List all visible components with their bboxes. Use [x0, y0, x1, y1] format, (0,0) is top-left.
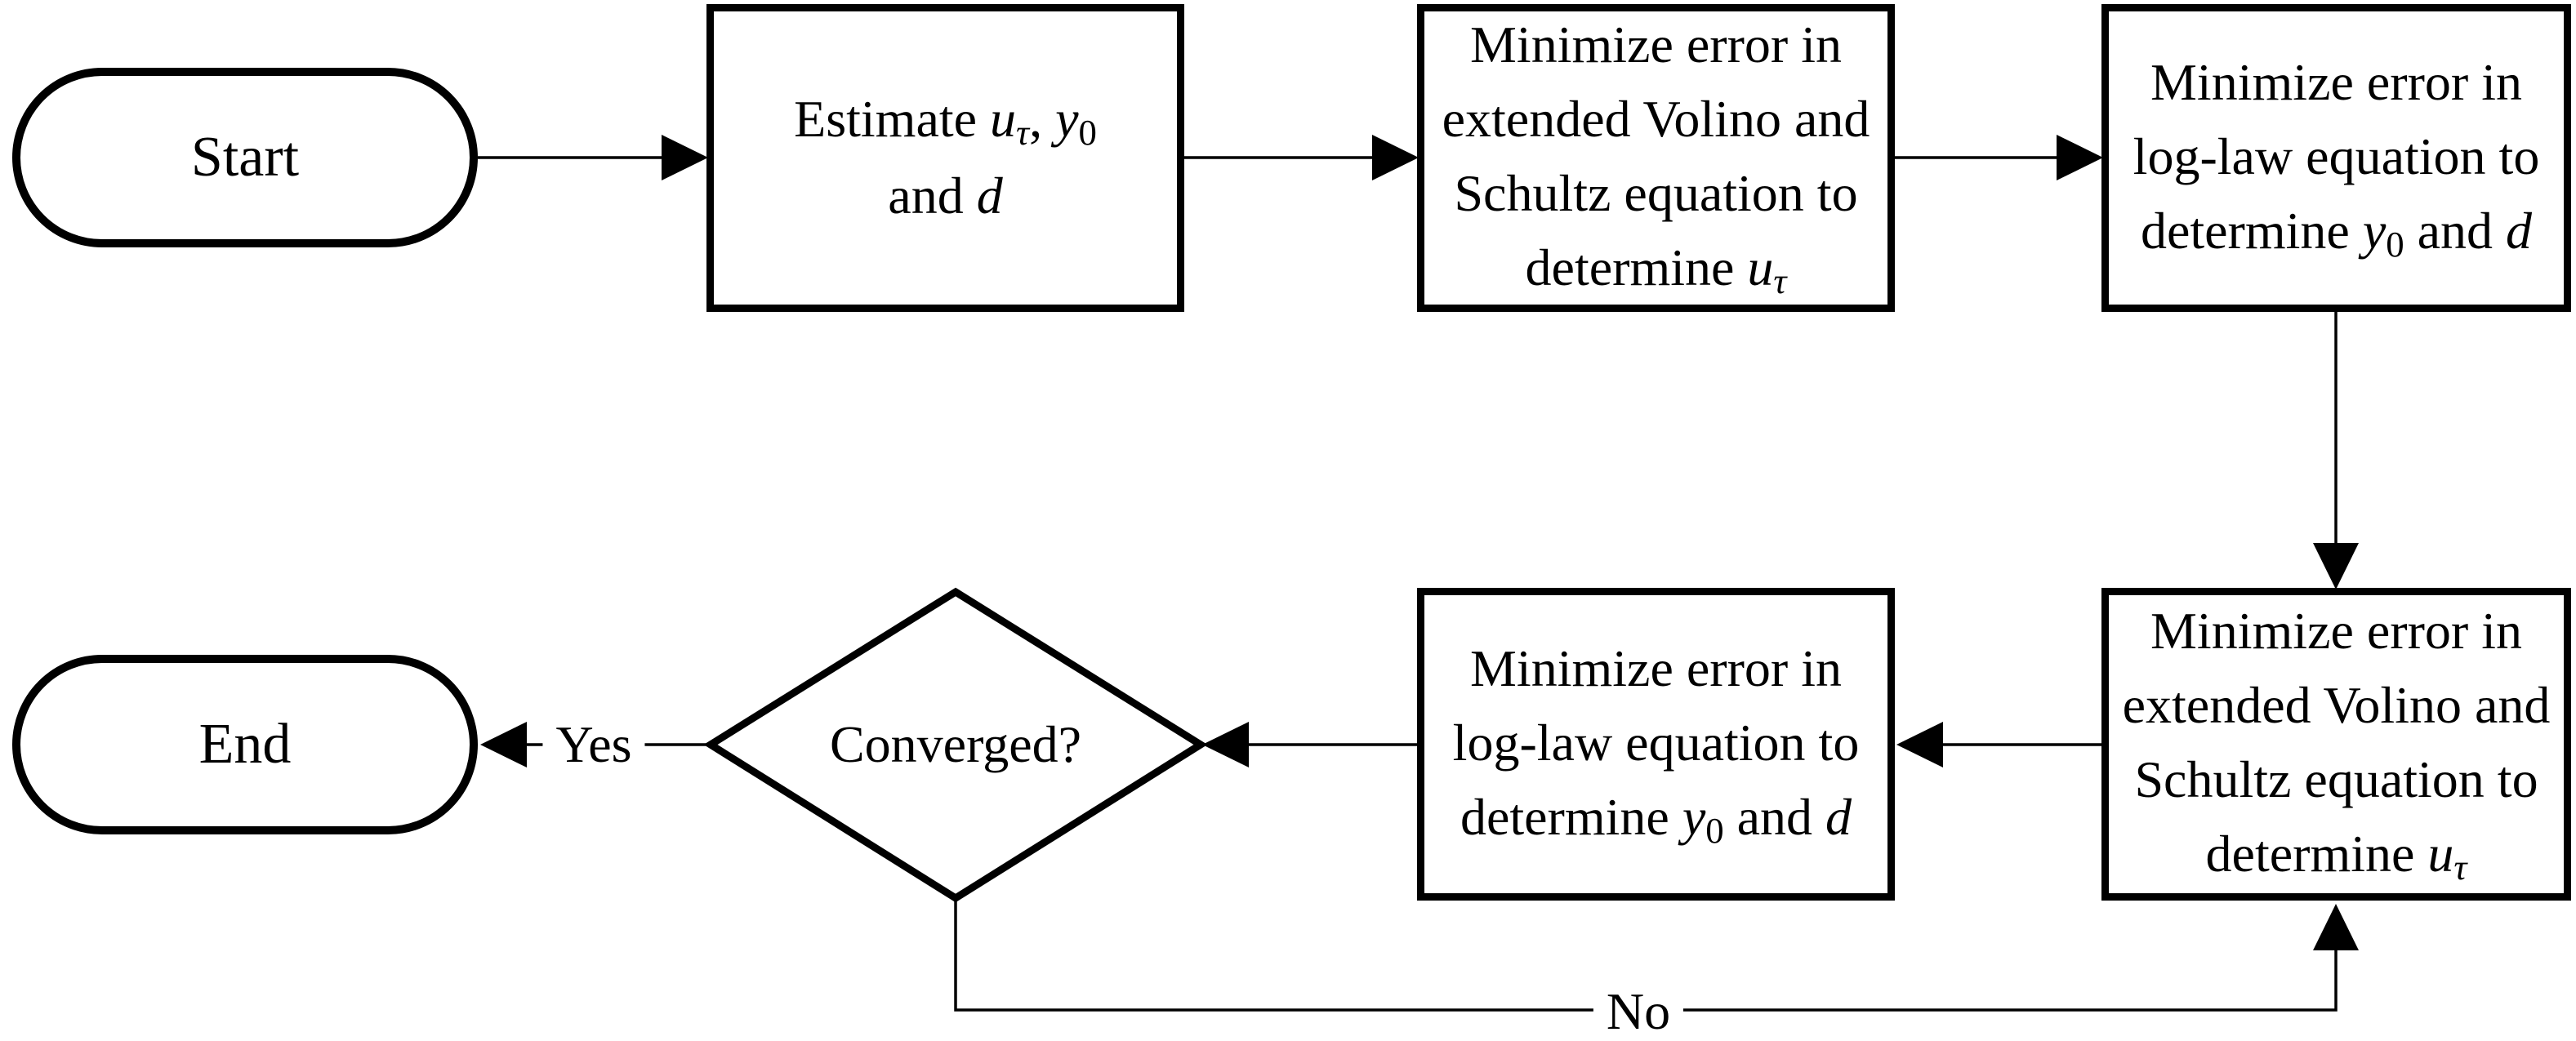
- start-label: Start: [190, 126, 300, 189]
- text-run: determine: [2140, 201, 2363, 260]
- text-run: and: [1723, 787, 1826, 846]
- math-zero-subscript: 0: [1705, 809, 1724, 851]
- math-zero-subscript: 0: [1078, 112, 1097, 153]
- estimate-box: Estimate uτ, y0 and d: [706, 4, 1184, 312]
- math-tau-subscript: τ: [1016, 112, 1030, 153]
- math-zero-subscript: 0: [2386, 223, 2404, 265]
- loglaw-box-top: Minimize error in log-law equation to de…: [2101, 4, 2571, 312]
- volino-bottom-line-1: Minimize error in: [2150, 602, 2522, 661]
- volino-bottom-line-4: determine uτ: [2206, 817, 2467, 893]
- arrowhead-into-loglaw-bottom: [1896, 722, 1943, 767]
- arrowhead-into-converged: [1202, 722, 1249, 767]
- arrowhead-into-loglaw-top: [2057, 135, 2103, 180]
- volino-top-line-3: Schultz equation to: [1454, 164, 1858, 223]
- volino-bottom-line-3: Schultz equation to: [2134, 750, 2538, 809]
- converged-decision-label: Converged?: [829, 715, 1082, 773]
- volino-top-line-1: Minimize error in: [1470, 16, 1842, 74]
- loglaw-bottom-line-2: log-law equation to: [1452, 713, 1860, 772]
- estimate-line-2: and d: [888, 159, 1002, 234]
- arrowhead-into-volino-top: [1372, 135, 1419, 180]
- estimate-line-1: Estimate uτ, y0: [794, 82, 1097, 158]
- loglaw-bottom-line-1: Minimize error in: [1470, 638, 1842, 697]
- loglaw-box-bottom: Minimize error in log-law equation to de…: [1417, 588, 1895, 901]
- math-tau-subscript: τ: [1773, 260, 1787, 301]
- math-tau-subscript: τ: [2453, 846, 2467, 888]
- math-y: y: [1055, 90, 1079, 149]
- text-run: determine: [2205, 825, 2428, 883]
- arrowhead-into-volino-bottom-top: [2313, 543, 2359, 589]
- math-y: y: [2362, 201, 2387, 260]
- math-y: y: [1682, 787, 1706, 846]
- no-edge-label: No: [1593, 982, 1684, 1041]
- volino-top-line-4: determine uτ: [1526, 231, 1787, 307]
- end-label: End: [198, 713, 292, 776]
- arrowhead-into-end: [480, 722, 527, 767]
- text-run: and: [2404, 201, 2507, 260]
- math-u: u: [990, 90, 1017, 149]
- text-run: determine: [1460, 787, 1682, 846]
- text-run: ,: [1029, 90, 1056, 149]
- math-u: u: [1747, 238, 1774, 297]
- start-node: Start: [12, 68, 478, 247]
- text-run: determine: [1525, 238, 1748, 297]
- math-u: u: [2427, 825, 2454, 883]
- volino-bottom-line-2: extended Volino and: [2122, 676, 2551, 735]
- loglaw-top-line-1: Minimize error in: [2150, 52, 2522, 111]
- loglaw-top-line-3: determine y0 and d: [2141, 194, 2532, 270]
- volino-schultz-box-bottom: Minimize error in extended Volino and Sc…: [2101, 588, 2571, 901]
- math-d: d: [2506, 201, 2533, 260]
- yes-edge-label: Yes: [542, 715, 645, 774]
- text-run: Estimate: [794, 90, 991, 149]
- end-node: End: [12, 655, 478, 834]
- volino-top-line-2: extended Volino and: [1442, 90, 1870, 149]
- loglaw-bottom-line-3: determine y0 and d: [1460, 781, 1852, 856]
- loglaw-top-line-2: log-law equation to: [2133, 127, 2540, 185]
- arrowhead-into-estimate: [662, 135, 708, 180]
- arrowhead-into-volino-bottom-bottom: [2313, 904, 2359, 950]
- volino-schultz-box-top: Minimize error in extended Volino and Sc…: [1417, 4, 1895, 312]
- math-d: d: [976, 166, 1003, 225]
- text-run: and: [888, 166, 977, 225]
- math-d: d: [1825, 787, 1852, 846]
